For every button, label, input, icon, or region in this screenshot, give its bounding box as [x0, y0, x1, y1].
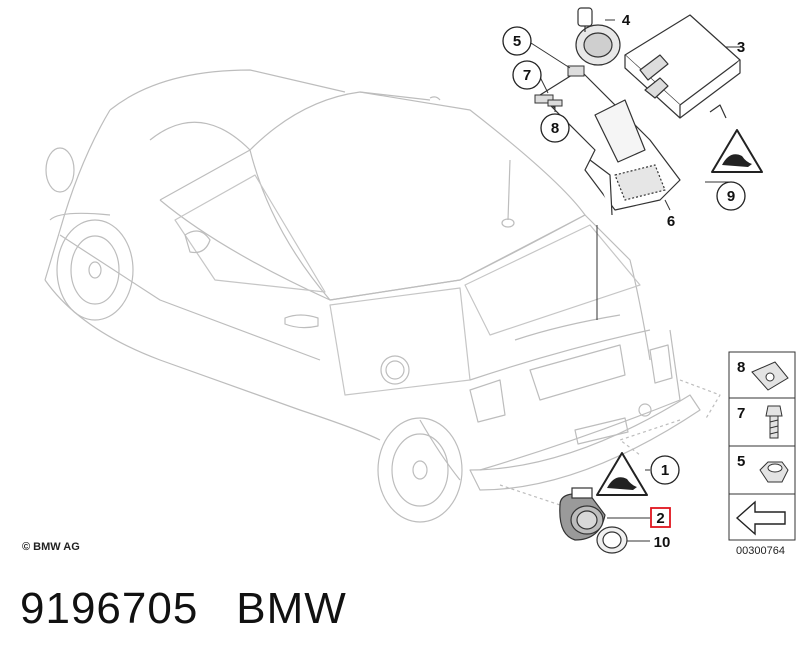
screw-icon: [765, 405, 783, 439]
callout-10[interactable]: 10: [654, 534, 671, 551]
part-title: 9196705 BMW: [20, 584, 385, 634]
bracket-part: [539, 69, 681, 216]
diagram-code: 00300764: [736, 545, 785, 557]
fastener-legend: 8 7 5: [728, 351, 796, 541]
warning-triangle-icon-9: [711, 129, 763, 173]
callout-4[interactable]: 4: [622, 12, 631, 29]
svg-text:4: 4: [622, 12, 631, 29]
arrow-icon: [735, 500, 786, 536]
svg-text:3: 3: [737, 39, 745, 56]
car-outline: [44, 69, 721, 523]
callout-3[interactable]: 3: [737, 39, 745, 56]
callout-6[interactable]: 6: [667, 213, 675, 230]
hex-nut-icon: [759, 461, 789, 483]
clip-nut-icon: [751, 361, 789, 391]
legend-label-8: 8: [737, 359, 745, 376]
svg-text:9: 9: [727, 188, 735, 205]
svg-text:6: 6: [667, 213, 675, 230]
speaker-part: [575, 7, 621, 66]
svg-text:8: 8: [551, 120, 559, 137]
svg-text:7: 7: [523, 67, 531, 84]
legend-label-7: 7: [737, 405, 745, 422]
callout-5[interactable]: 5: [502, 26, 532, 56]
svg-text:1: 1: [661, 462, 669, 479]
pdc-sensor-part: [559, 487, 628, 554]
callout-9[interactable]: 9: [716, 181, 746, 211]
legend-label-5: 5: [737, 453, 745, 470]
warning-triangle-icon-1: [596, 452, 648, 496]
svg-text:10: 10: [654, 534, 671, 551]
callout-1[interactable]: 1: [650, 455, 680, 485]
callout-7[interactable]: 7: [512, 60, 542, 90]
brand-name: BMW: [236, 584, 347, 633]
callout-2-highlighted[interactable]: 2: [650, 507, 671, 528]
part-number: 9196705: [20, 584, 199, 633]
leader-lines: [530, 19, 740, 542]
control-unit-part: [624, 14, 741, 119]
svg-text:5: 5: [513, 33, 521, 50]
copyright-notice: © BMW AG: [22, 541, 80, 553]
svg-text:2: 2: [656, 510, 664, 527]
callout-8[interactable]: 8: [540, 113, 570, 143]
parts-diagram: 5 4 3 7 8 9 6 1 2 10 8 7 5: [44, 7, 796, 557]
